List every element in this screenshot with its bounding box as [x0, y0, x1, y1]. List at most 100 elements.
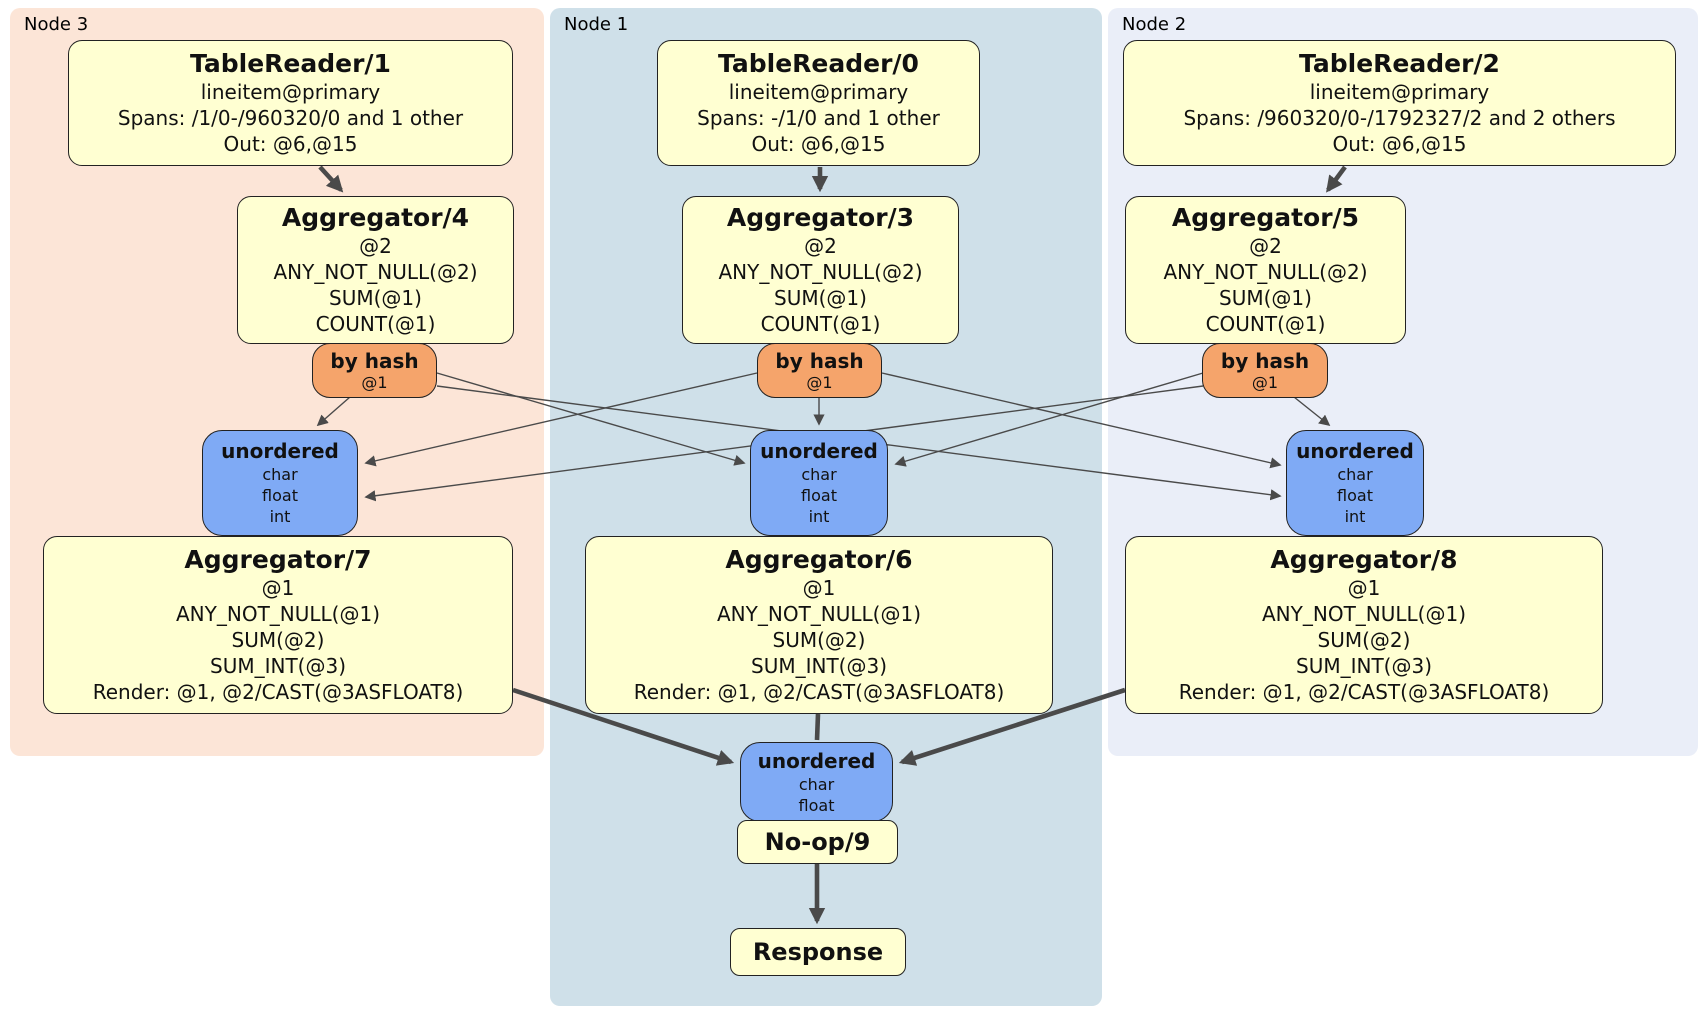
box-line: SUM(@1): [329, 286, 422, 310]
router-title: by hash: [1220, 348, 1310, 373]
edge-aggregator8-unordered-final: [898, 687, 1126, 766]
table-reader-2-box: TableReader/2 lineitem@primary Spans: /9…: [1123, 40, 1676, 166]
box-line: @1: [802, 576, 836, 600]
table-reader-0-box: TableReader/0 lineitem@primary Spans: -/…: [657, 40, 980, 166]
box-line: Spans: /1/0-/960320/0 and 1 other: [117, 106, 464, 130]
box-title: Aggregator/4: [281, 203, 470, 232]
box-line: @2: [804, 234, 837, 258]
box-line: ANY_NOT_NULL(@1): [176, 602, 380, 626]
box-line: SUM_INT(@3): [210, 654, 346, 678]
edge-aggregator6-unordered-final: [814, 713, 821, 741]
by-hash-router-node2: by hash @1: [1202, 343, 1328, 398]
sync-line: int: [269, 507, 291, 526]
unordered-sync-node1: unordered char float int: [750, 430, 888, 536]
router-line: @1: [806, 372, 833, 392]
box-title: Response: [752, 938, 884, 966]
box-line: Render: @1, @2/CAST(@3ASFLOAT8): [633, 680, 1005, 704]
by-hash-router-node1: by hash @1: [757, 343, 882, 398]
sync-title: unordered: [760, 439, 878, 463]
aggregator-8-box: Aggregator/8 @1 ANY_NOT_NULL(@1) SUM(@2)…: [1125, 536, 1603, 714]
box-line: COUNT(@1): [315, 312, 436, 336]
box-line: COUNT(@1): [760, 312, 881, 336]
by-hash-router-node3: by hash @1: [312, 343, 437, 398]
response-box: Response: [730, 928, 906, 976]
sync-line: char: [801, 465, 837, 484]
sync-line: char: [262, 465, 298, 484]
node2-label: Node 2: [1122, 14, 1187, 35]
box-line: @2: [1249, 234, 1282, 258]
box-line: ANY_NOT_NULL(@2): [1163, 260, 1368, 284]
sync-line: char: [798, 774, 835, 794]
edge-byhash1-unordered2: [881, 372, 1282, 469]
edge-byhash2-unordered1: [894, 372, 1204, 467]
edge-byhash2-unordered2: [1293, 396, 1331, 427]
box-line: Out: @6,@15: [1332, 132, 1467, 156]
box-line: Render: @1, @2/CAST(@3ASFLOAT8): [92, 680, 464, 704]
router-line: @1: [1251, 372, 1279, 392]
box-line: Render: @1, @2/CAST(@3ASFLOAT8): [1178, 680, 1550, 704]
sync-line: int: [808, 507, 830, 526]
sync-line: char: [1337, 465, 1373, 484]
edge-byhash3-unordered1: [436, 372, 746, 466]
box-line: SUM(@2): [231, 628, 325, 652]
box-line: Spans: -/1/0 and 1 other: [697, 106, 940, 130]
box-title: TableReader/0: [718, 49, 919, 78]
sync-title: unordered: [1296, 439, 1414, 463]
box-line: lineitem@primary: [728, 80, 909, 104]
box-line: lineitem@primary: [1309, 80, 1490, 104]
aggregator-3-box: Aggregator/3 @2 ANY_NOT_NULL(@2) SUM(@1)…: [682, 196, 959, 344]
node1-label: Node 1: [564, 14, 629, 35]
sync-line: int: [1344, 507, 1366, 526]
edge-tablereader1-aggregator4: [318, 165, 344, 193]
sync-title: unordered: [221, 439, 339, 463]
box-line: Out: @6,@15: [223, 132, 358, 156]
box-line: ANY_NOT_NULL(@1): [717, 602, 921, 626]
noop-box: No-op/9: [737, 820, 898, 864]
edge-byhash3-unordered3: [316, 396, 351, 427]
unordered-sync-node2: unordered char float int: [1286, 430, 1424, 536]
sync-line: float: [801, 486, 837, 505]
box-line: ANY_NOT_NULL(@2): [273, 260, 478, 284]
box-line: COUNT(@1): [1205, 312, 1326, 336]
table-reader-1-box: TableReader/1 lineitem@primary Spans: /1…: [68, 40, 513, 166]
unordered-sync-node3: unordered char float int: [202, 430, 358, 536]
node3-label: Node 3: [24, 14, 89, 35]
box-title: TableReader/2: [1299, 49, 1500, 78]
box-title: Aggregator/5: [1171, 203, 1360, 232]
router-title: by hash: [775, 348, 864, 373]
box-line: @2: [359, 234, 392, 258]
sync-line: float: [798, 795, 835, 815]
box-line: ANY_NOT_NULL(@2): [718, 260, 923, 284]
box-line: @1: [1347, 576, 1381, 600]
box-line: ANY_NOT_NULL(@1): [1262, 602, 1466, 626]
box-line: SUM_INT(@3): [1296, 654, 1432, 678]
box-title: No-op/9: [764, 828, 871, 856]
sync-title: unordered: [757, 748, 876, 773]
box-line: lineitem@primary: [200, 80, 381, 104]
edge-aggregator7-unordered-final: [512, 687, 735, 766]
box-line: Spans: /960320/0-/1792327/2 and 2 others: [1183, 106, 1616, 130]
aggregator-5-box: Aggregator/5 @2 ANY_NOT_NULL(@2) SUM(@1)…: [1125, 196, 1406, 344]
router-line: @1: [361, 372, 388, 392]
sync-line: float: [1337, 486, 1373, 505]
box-line: SUM(@1): [774, 286, 867, 310]
box-line: SUM(@1): [1219, 286, 1312, 310]
box-title: Aggregator/8: [1270, 545, 1458, 574]
box-line: SUM(@2): [772, 628, 866, 652]
edge-byhash1-unordered3: [364, 372, 758, 467]
edge-tablereader2-aggregator5: [1326, 165, 1347, 193]
box-title: Aggregator/6: [725, 545, 913, 574]
box-line: @1: [261, 576, 295, 600]
box-title: Aggregator/3: [726, 203, 915, 232]
router-title: by hash: [330, 348, 419, 373]
aggregator-7-box: Aggregator/7 @1 ANY_NOT_NULL(@1) SUM(@2)…: [43, 536, 513, 714]
sync-line: float: [262, 486, 298, 505]
box-line: SUM(@2): [1317, 628, 1411, 652]
box-line: SUM_INT(@3): [751, 654, 887, 678]
unordered-sync-final: unordered char float: [740, 742, 893, 822]
aggregator-4-box: Aggregator/4 @2 ANY_NOT_NULL(@2) SUM(@1)…: [237, 196, 514, 344]
box-title: Aggregator/7: [184, 545, 372, 574]
box-line: Out: @6,@15: [751, 132, 886, 156]
